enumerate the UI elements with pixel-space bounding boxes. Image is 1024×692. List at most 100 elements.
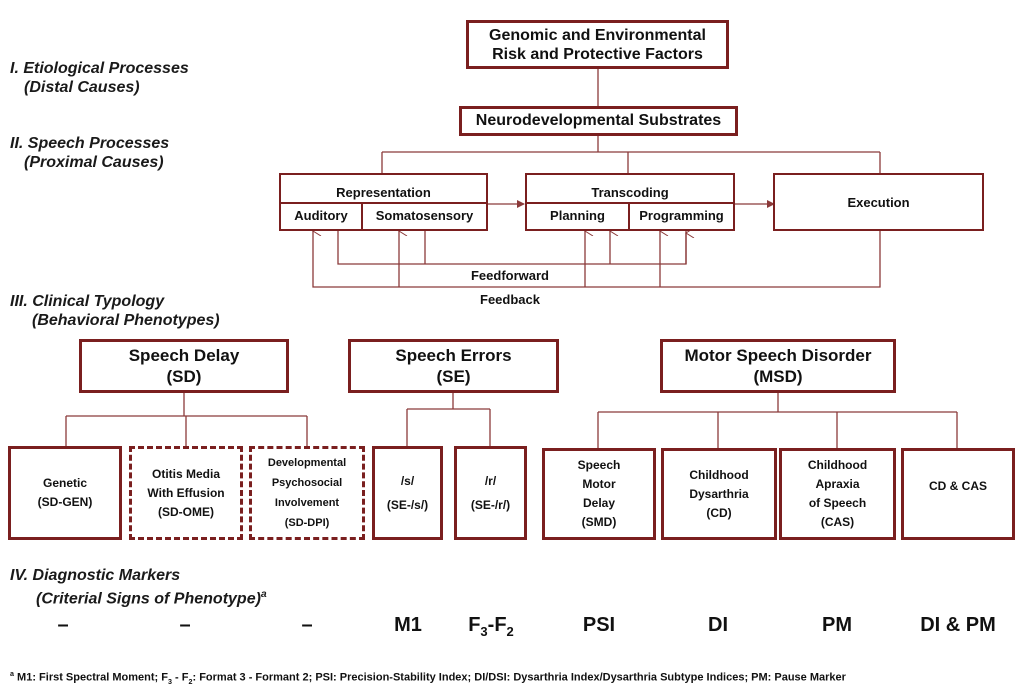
box-line: Speech Errors <box>395 346 512 365</box>
marker-subscript: 2 <box>506 624 514 639</box>
section-etiological: I. Etiological Processes (Distal Causes) <box>10 59 189 97</box>
speech-errors-box: Speech Errors (SE) <box>348 339 559 393</box>
execution-box: Execution <box>773 173 984 231</box>
section-clinical-typology: III. Clinical Typology (Behavioral Pheno… <box>10 292 220 330</box>
psychosocial-box: Developmental Psychosocial Involvement (… <box>249 446 365 540</box>
footnote-subscript: 2 <box>188 677 193 686</box>
section-speech-processes: II. Speech Processes (Proximal Causes) <box>10 134 169 172</box>
box-line: Genomic and Environmental <box>489 26 706 44</box>
section-title: II. Speech Processes <box>10 135 170 152</box>
box-line: Childhood <box>807 458 868 472</box>
marker-part: -F <box>487 614 507 636</box>
section-subtitle: (Criterial Signs of Phenotype) <box>36 590 261 608</box>
speech-motor-delay-box: Speech Motor Delay (SMD) <box>542 448 656 540</box>
box-line: (SE-/s/) <box>386 498 429 512</box>
auditory-label: Auditory <box>294 208 348 223</box>
divider <box>281 202 486 204</box>
motor-speech-disorder-box: Motor Speech Disorder (MSD) <box>660 339 896 393</box>
footnote-marker: a <box>10 670 14 678</box>
section-title: IV. Diagnostic Markers <box>10 567 181 584</box>
box-line: Delay <box>582 496 616 510</box>
box-line: (SMD) <box>581 515 617 529</box>
speech-delay-box: Speech Delay (SD) <box>79 339 289 393</box>
transcoding-title: Transcoding <box>591 185 669 200</box>
box-line: /r/ <box>484 474 497 488</box>
box-label: Neurodevelopmental Substrates <box>475 112 722 129</box>
box-line: Motor Speech Disorder <box>684 346 872 365</box>
divider <box>361 202 363 231</box>
divider <box>628 202 630 231</box>
transcoding-box: Transcoding Planning Programming <box>525 173 735 231</box>
representation-title: Representation <box>336 185 431 200</box>
neurodevelopmental-substrates-box: Neurodevelopmental Substrates <box>459 106 738 136</box>
marker-m1: M1 <box>394 614 422 636</box>
marker-psi: PSI <box>582 614 616 636</box>
marker-genetic: – <box>57 614 69 636</box>
section-subtitle: (Proximal Causes) <box>24 154 164 171</box>
box-line: (SD-OME) <box>158 504 214 519</box>
divider <box>527 202 733 204</box>
otitis-media-box: Otitis Media With Effusion (SD-OME) <box>129 446 243 540</box>
marker-di: DI <box>708 614 728 636</box>
representation-box: Representation Auditory Somatosensory <box>279 173 488 231</box>
box-line: Risk and Protective Factors <box>492 45 703 63</box>
box-line: Motor <box>582 477 616 491</box>
feedforward-loop <box>337 231 687 265</box>
box-line: (CAS) <box>820 515 855 529</box>
box-line: Developmental <box>267 457 347 469</box>
marker-part: F <box>468 614 481 636</box>
footnote: a M1: First Spectral Moment; F3 - F2: Fo… <box>10 670 846 686</box>
marker-psychosocial: – <box>301 614 313 636</box>
footnote-ref: a <box>260 589 267 600</box>
marker-di-pm: DI & PM <box>920 614 996 636</box>
marker-otitis: – <box>179 614 191 636</box>
box-label: CD & CAS <box>928 479 987 493</box>
marker-subscript: 3 <box>480 624 488 639</box>
box-line: Speech <box>577 458 621 472</box>
planning-label: Planning <box>550 208 605 223</box>
section-subtitle: (Distal Causes) <box>24 79 140 96</box>
box-label: Execution <box>847 194 910 210</box>
marker-pm: PM <box>822 614 852 636</box>
marker-f3-f2: F3-F2 <box>446 614 536 639</box>
cd-cas-box: CD & CAS <box>901 448 1015 540</box>
se-r-box: /r/ (SE-/r/) <box>454 446 527 540</box>
box-line: (SE) <box>436 367 471 386</box>
box-line: Involvement <box>274 497 340 509</box>
box-line: of Speech <box>808 496 867 510</box>
box-line: (SD-GEN) <box>37 495 93 509</box>
section-diagnostic-markers: IV. Diagnostic Markers (Criterial Signs … <box>10 566 267 608</box>
footnote-text: M1: First Spectral Moment; F <box>13 671 169 684</box>
childhood-dysarthria-box: Childhood Dysarthria (CD) <box>661 448 777 540</box>
footnote-text: : Format 3 - Formant 2; PSI: Precision-S… <box>192 671 846 684</box>
feedback-label: Feedback <box>480 292 540 307</box>
box-line: Dysarthria <box>689 486 749 501</box>
section-subtitle: (Behavioral Phenotypes) <box>32 312 220 329</box>
box-line: Psychosocial <box>271 477 343 489</box>
box-line: Childhood <box>689 467 749 482</box>
genetic-box: Genetic (SD-GEN) <box>8 446 122 540</box>
etiology-box: Genomic and Environmental Risk and Prote… <box>466 20 729 69</box>
box-line: Genetic <box>42 476 87 490</box>
somatosensory-label: Somatosensory <box>375 208 474 223</box>
programming-label: Programming <box>639 208 724 223</box>
childhood-apraxia-box: Childhood Apraxia of Speech (CAS) <box>779 448 896 540</box>
box-line: With Effusion <box>147 485 225 500</box>
box-line: (CD) <box>706 505 732 520</box>
footnote-subscript: 3 <box>168 677 172 686</box>
box-line: Apraxia <box>815 477 860 491</box>
box-line: Otitis Media <box>151 466 220 481</box>
se-s-box: /s/ (SE-/s/) <box>372 446 443 540</box>
box-line: (SE-/r/) <box>470 498 511 512</box>
feedback-loop <box>313 231 881 288</box>
box-line: (SD) <box>166 367 202 386</box>
box-line: Speech Delay <box>128 346 240 365</box>
box-line: (SD-DPI) <box>284 517 330 529</box>
feedforward-label: Feedforward <box>470 268 549 283</box>
footnote-text: - F <box>172 671 189 684</box>
box-line: /s/ <box>400 474 415 488</box>
section-title: I. Etiological Processes <box>10 60 189 77</box>
box-line: (MSD) <box>753 367 803 386</box>
section-title: III. Clinical Typology <box>10 293 165 310</box>
